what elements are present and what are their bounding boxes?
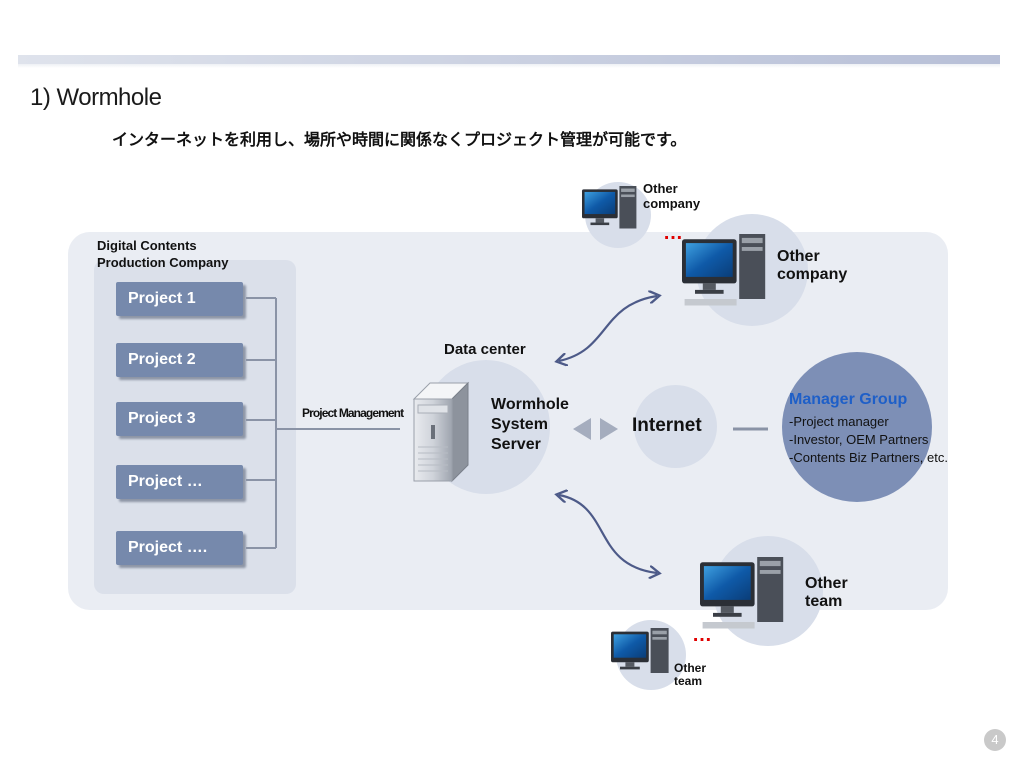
- other-team-large-line1: Other: [805, 575, 848, 592]
- double-arrow-icon: [573, 418, 618, 440]
- ellipsis-team: …: [692, 624, 713, 646]
- project-button-1[interactable]: Project 1: [116, 282, 243, 316]
- other-team-small-line1: Other: [674, 661, 707, 675]
- company-label-line1: Digital Contents: [97, 238, 197, 253]
- desktop-computer-icon: [700, 557, 784, 629]
- server-label-line3: Server: [491, 436, 541, 453]
- server-tower-icon: [412, 381, 470, 483]
- server-label: Wormhole System Server: [491, 395, 569, 455]
- company-label-line2: Production Company: [97, 255, 229, 270]
- project-button-5[interactable]: Project ….: [116, 531, 243, 565]
- other-company-small-line1: Other: [643, 181, 678, 196]
- manager-group-line2: -Investor, OEM Partners: [789, 432, 929, 447]
- server-label-line1: Wormhole: [491, 396, 569, 413]
- curved-arrow-icon: [559, 495, 657, 573]
- data-center-label: Data center: [444, 341, 526, 358]
- slide-title: 1) Wormhole: [30, 84, 162, 111]
- internet-label: Internet: [632, 415, 702, 436]
- manager-group-line1: -Project manager: [789, 414, 889, 429]
- other-company-large-label: Other company: [777, 248, 847, 284]
- company-label: Digital Contents Production Company: [97, 237, 228, 271]
- server-label-line2: System: [491, 416, 548, 433]
- slide-subtitle: インターネットを利用し、場所や時間に関係なくプロジェクト管理が可能です。: [112, 130, 687, 149]
- project-button-2[interactable]: Project 2: [116, 343, 243, 377]
- other-company-small-label: Other company: [643, 181, 700, 211]
- project-button-4[interactable]: Project …: [116, 465, 243, 499]
- other-company-large-line2: company: [777, 266, 848, 283]
- page-number: 4: [984, 729, 1006, 751]
- ellipsis-company: …: [663, 222, 684, 244]
- desktop-computer-icon: [611, 628, 669, 673]
- desktop-computer-icon: [582, 186, 637, 229]
- manager-group-bubble: [782, 352, 932, 502]
- header-bar: [18, 55, 1000, 64]
- project-button-3[interactable]: Project 3: [116, 402, 243, 436]
- curved-arrow-icon: [559, 296, 657, 361]
- other-team-large-line2: team: [805, 593, 843, 610]
- project-bracket: [246, 297, 400, 549]
- other-team-small-line2: team: [674, 674, 703, 688]
- manager-group-line3: -Contents Biz Partners, etc.: [789, 450, 948, 465]
- other-company-small-line2: company: [643, 196, 701, 211]
- internet-bubble: [634, 385, 717, 468]
- header-bar-shadow: [18, 64, 1000, 68]
- other-company-large-line1: Other: [777, 248, 820, 265]
- desktop-computer-icon: [682, 234, 766, 306]
- other-team-large-label: Other team: [805, 575, 848, 611]
- other-team-small-label: Other team: [674, 662, 706, 688]
- project-management-label: Project Management: [302, 406, 404, 420]
- manager-group-title: Manager Group: [789, 391, 908, 408]
